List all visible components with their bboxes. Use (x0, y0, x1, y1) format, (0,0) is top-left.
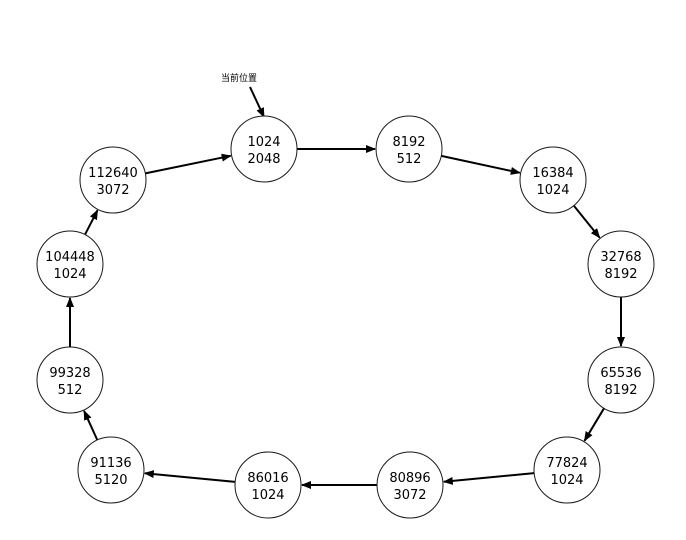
nodes: 1024 2048 8192 512 16384 1024 32768 8192 65536 81… (36, 115, 655, 519)
node-circle (376, 451, 444, 519)
ring-arrow (441, 154, 521, 175)
ring-arrow (143, 470, 236, 483)
node-bottom-value: 1024 (53, 267, 86, 282)
ring-node: 65536 8192 (587, 346, 655, 414)
node-bottom-value: 1024 (536, 183, 569, 198)
node-top-value: 86016 (247, 471, 288, 486)
node-circle (375, 115, 443, 183)
node-circle (230, 115, 298, 183)
node-circle (36, 346, 104, 414)
node-bottom-value: 3072 (393, 488, 426, 503)
ring-arrow (84, 209, 99, 236)
node-bottom-value: 3072 (96, 183, 129, 198)
ring-node: 104448 1024 (36, 230, 104, 298)
ring-arrow (583, 407, 605, 442)
node-top-value: 65536 (600, 366, 641, 381)
node-top-value: 8192 (392, 135, 425, 150)
current-position-pointer: 当前位置 (221, 72, 265, 118)
node-top-value: 32768 (600, 250, 641, 265)
node-circle (77, 436, 145, 504)
ring-node: 86016 1024 (234, 451, 302, 519)
ring-arrow (83, 409, 99, 441)
arrows (66, 145, 625, 489)
node-top-value: 104448 (45, 250, 95, 265)
ring-arrow (145, 153, 232, 175)
ring-node: 91136 5120 (77, 436, 145, 504)
node-circle (79, 146, 147, 214)
node-bottom-value: 5120 (94, 473, 127, 488)
node-top-value: 91136 (90, 456, 131, 471)
ring-node: 8192 512 (375, 115, 443, 183)
ring-arrow (573, 204, 601, 239)
node-circle (587, 346, 655, 414)
node-circle (587, 230, 655, 298)
current-position-label: 当前位置 (221, 72, 257, 84)
current-position-arrow (249, 86, 265, 118)
ring-node: 112640 3072 (79, 146, 147, 214)
node-bottom-value: 8192 (604, 267, 637, 282)
node-top-value: 16384 (532, 166, 573, 181)
node-top-value: 99328 (49, 366, 90, 381)
node-top-value: 80896 (389, 471, 430, 486)
node-bottom-value: 8192 (604, 383, 637, 398)
node-circle (519, 146, 587, 214)
node-circle (234, 451, 302, 519)
node-top-value: 112640 (88, 166, 138, 181)
node-top-value: 77824 (546, 456, 587, 471)
ring-node: 80896 3072 (376, 451, 444, 519)
ring-arrow (442, 472, 535, 485)
node-bottom-value: 512 (58, 383, 83, 398)
ring-node: 16384 1024 (519, 146, 587, 214)
ring-node: 1024 2048 (230, 115, 298, 183)
node-bottom-value: 1024 (550, 473, 583, 488)
ring-node: 77824 1024 (533, 436, 601, 504)
node-top-value: 1024 (247, 135, 280, 150)
ring-node: 99328 512 (36, 346, 104, 414)
node-bottom-value: 1024 (251, 488, 284, 503)
node-bottom-value: 512 (397, 152, 422, 167)
node-bottom-value: 2048 (247, 152, 280, 167)
node-circle (36, 230, 104, 298)
node-circle (533, 436, 601, 504)
ring-node: 32768 8192 (587, 230, 655, 298)
